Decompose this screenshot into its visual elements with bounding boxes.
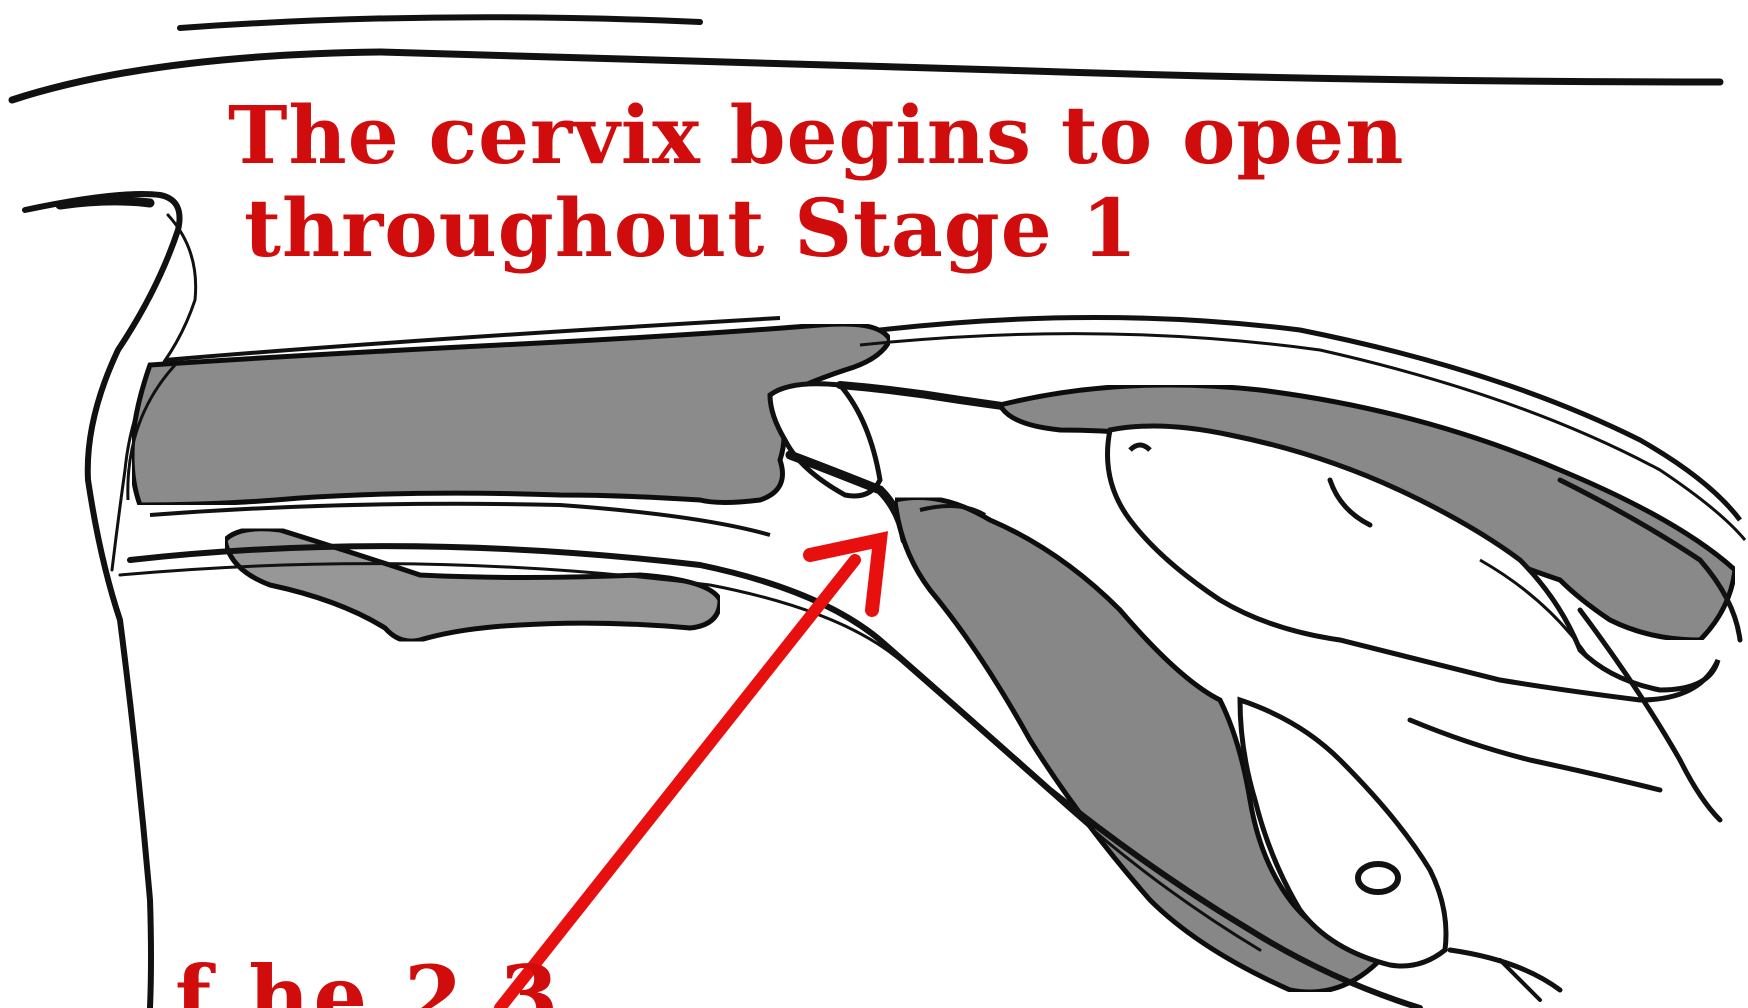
uterus-outline bbox=[25, 194, 196, 1008]
caption-line-1: The cervix begins to open bbox=[228, 95, 1404, 175]
caption-line-2: throughout Stage 1 bbox=[244, 188, 1138, 268]
bottom-caption-cropped: f he 2 3 bbox=[175, 955, 562, 1008]
